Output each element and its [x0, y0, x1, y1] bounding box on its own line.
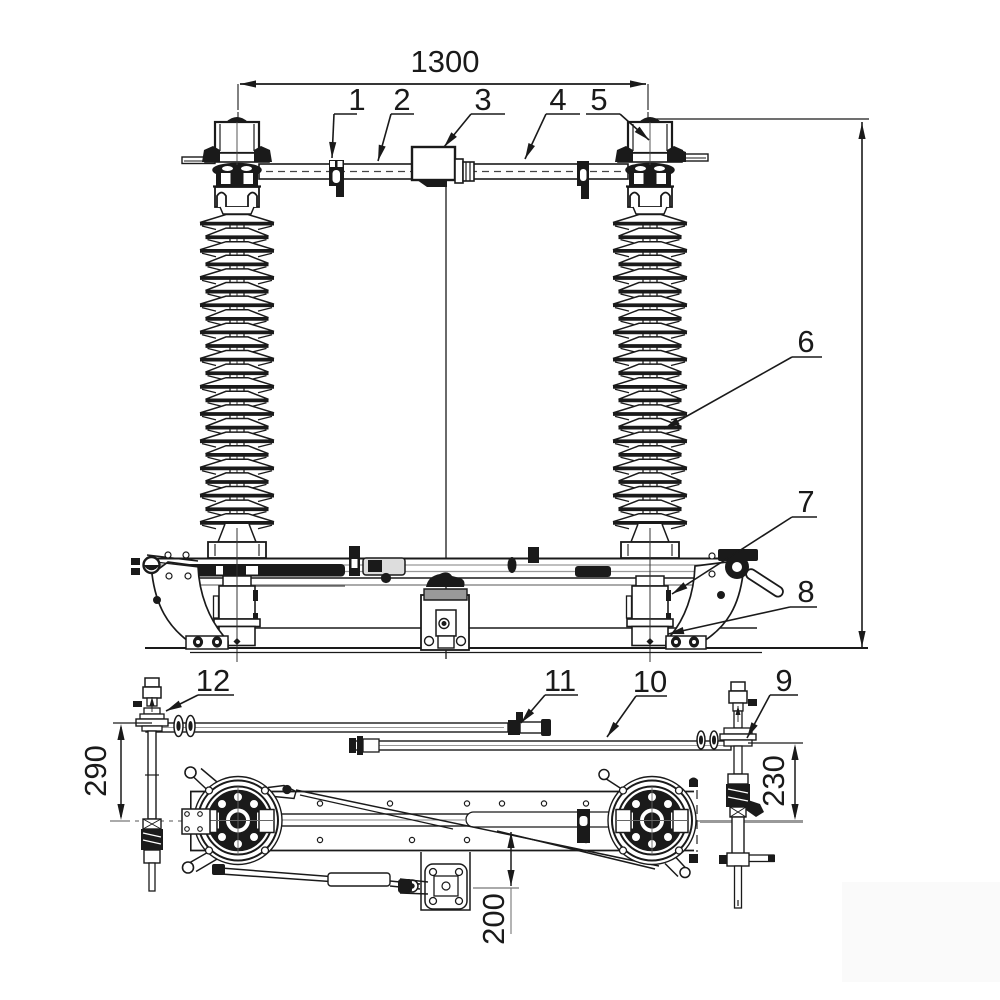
svg-text:10: 10	[633, 664, 667, 699]
svg-text:3: 3	[474, 82, 491, 117]
svg-text:1300: 1300	[411, 44, 480, 79]
svg-text:11: 11	[544, 663, 576, 698]
svg-text:5: 5	[590, 82, 607, 117]
svg-text:12: 12	[196, 663, 230, 698]
svg-text:4: 4	[549, 82, 566, 117]
svg-text:7: 7	[797, 484, 814, 519]
svg-text:200: 200	[476, 893, 511, 945]
svg-text:290: 290	[78, 745, 113, 797]
svg-text:1: 1	[348, 82, 365, 117]
svg-text:230: 230	[756, 755, 791, 807]
svg-text:6: 6	[797, 324, 814, 359]
svg-text:8: 8	[797, 574, 814, 609]
svg-text:2: 2	[393, 82, 410, 117]
svg-text:9: 9	[775, 663, 792, 698]
